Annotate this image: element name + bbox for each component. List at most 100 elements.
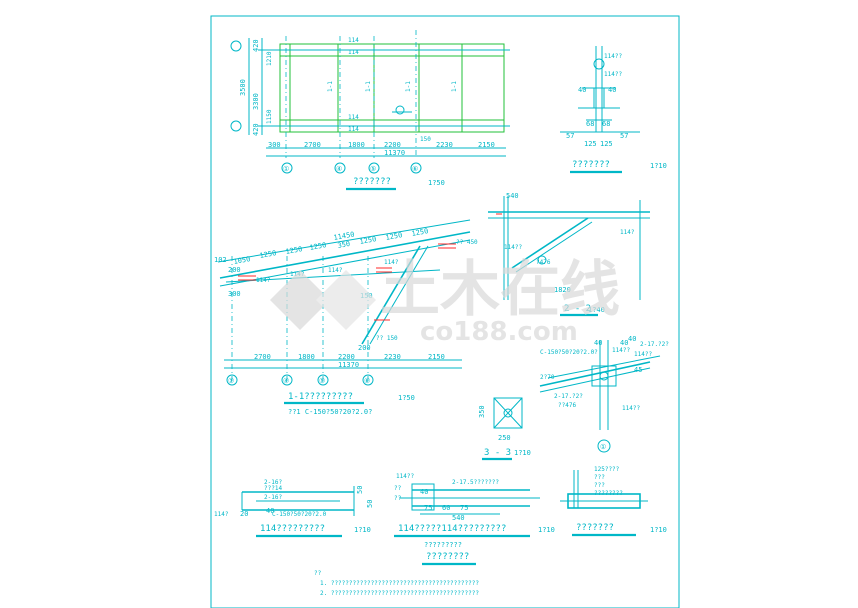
plan-tag-1: 1-1: [327, 81, 334, 92]
dn-label-7: ??476: [558, 402, 576, 409]
s11-label-1: 114?: [256, 277, 271, 284]
br-label-2: ???: [594, 474, 605, 481]
plan-grid-6: ⑥: [412, 165, 418, 173]
section-1-1: 1050 1250 1250 1250 1250 1250 1250 11450…: [214, 219, 478, 416]
plan-grid-1: ①: [283, 165, 289, 173]
bl-label-2: ???14: [264, 485, 282, 492]
plan-title: ???????: [353, 177, 391, 187]
s11-grid-4: ④: [283, 377, 289, 385]
s11-top2-2: 350: [337, 240, 351, 250]
bm-scale: 1?10: [538, 526, 555, 534]
plan-note-150: 150: [420, 136, 431, 143]
s11-bottom-1: 2700: [254, 353, 271, 361]
bl-dim-2: 40: [266, 507, 274, 515]
general-notes: ?? 1. ??????????????????????????????????…: [314, 570, 479, 597]
notes-header: ??: [314, 570, 322, 577]
dn-dim-1: 40: [594, 339, 602, 347]
s11-bottom-3: 2200: [338, 353, 355, 361]
bm-label-2: 2-17.5???????: [452, 479, 499, 486]
dn-dim-4: 45: [634, 366, 642, 374]
detail-top-scale: 1?10: [650, 162, 667, 170]
plan-dim-bottom-3: 1800: [348, 141, 365, 149]
sheet-border: [210, 15, 680, 608]
detail-node-1: C-150?50?20?2.0? 114?? 114?? 2-17.?2? 2?…: [539, 335, 669, 453]
plan-tag-4: 1-1: [451, 81, 458, 92]
bm-dim-4: 75: [460, 504, 468, 512]
detail-top-dim-4: 68: [602, 120, 610, 128]
bl-label-1: 2-16?: [264, 479, 282, 486]
s11-top-5: 1250: [359, 235, 377, 246]
detail-bottom-left: 2-16? ???14 2-16? C-150?50?20?2.0 114? 2…: [214, 479, 374, 538]
dn-label-6: 2-17.?2?: [554, 393, 583, 400]
detail-top-right: 114?? 114?? 40 40 68 68 57 57 125 125 ??…: [560, 46, 667, 174]
br-label-1: 125????: [594, 466, 620, 473]
plan-dim-left-4: 3300: [252, 93, 260, 110]
bl-dim-4: 50: [366, 500, 374, 508]
plan-dim-bottom-5: 2230: [436, 141, 453, 149]
detail-top-label-2: 114??: [604, 71, 622, 78]
plan-outline: [279, 43, 505, 133]
s22-label-3: ?476: [536, 259, 551, 266]
plan-top-label: 114: [348, 37, 359, 44]
s11-label-5: ?? 450: [456, 239, 478, 246]
detail-bottom-right: 125???? ??? ??? ???????? ??????? 1?10: [560, 466, 667, 537]
bm-label-4: ??: [394, 495, 402, 502]
plan-dim-bottom-6: 2150: [478, 141, 495, 149]
s11-label-4: 114?: [384, 259, 399, 266]
detail-top-label-1: 114??: [604, 53, 622, 60]
dn-dim-2: 40: [620, 339, 628, 347]
plan-dim-left-5: 1150: [266, 109, 273, 124]
notes-line-2: 2. ?????????????????????????????????????…: [320, 590, 479, 597]
br-title: ???????: [576, 523, 614, 533]
plan-grid-4: ④: [336, 165, 342, 173]
s22-scale: 1?40: [588, 306, 605, 314]
s11-title: 1-1?????????: [288, 392, 353, 402]
s22-dim-bot: 1820: [554, 286, 571, 294]
detail-top-dim-6: 57: [620, 132, 628, 140]
bl-dim-3: 50: [356, 486, 364, 494]
dn-label-4: 2-17.?2?: [640, 341, 669, 348]
s11-left-3: 300: [228, 290, 241, 298]
plan-total: 11370: [384, 149, 405, 157]
watermark-en: co188.com: [420, 317, 578, 347]
plan-mid-label-a: 114: [348, 49, 359, 56]
s11-top-7: 1250: [411, 227, 429, 238]
s33-plate: [493, 397, 523, 429]
s22-label-1: 114??: [504, 244, 522, 251]
section-3-3: 350 250 3 - 3 1?10: [478, 397, 531, 461]
bm-label-3: ??: [394, 485, 402, 492]
s11-dim-200: 200: [358, 344, 371, 352]
plan-dim-bottom-4: 2200: [384, 141, 401, 149]
bl-label-3: 2-16?: [264, 494, 282, 501]
plan-scale: 1?50: [428, 179, 445, 187]
bm-dim-3: 60: [442, 504, 450, 512]
s11-scale: 1?50: [398, 394, 415, 402]
s11-grid-1: ①: [228, 377, 234, 385]
section-2-2: 540 1820 114?? 114? ?476 2 - 2 1?40: [488, 192, 650, 317]
s22-title: 2 - 2: [564, 304, 591, 314]
br-scale: 1?10: [650, 526, 667, 534]
dn-title: ①: [600, 443, 606, 451]
s11-top-3: 1250: [285, 245, 303, 256]
dn-label-5: 2?70: [540, 374, 555, 381]
bl-label-4: C-150?50?20?2.0: [272, 511, 327, 518]
detail-top-dim-3: 68: [586, 120, 594, 128]
watermark: 土木在线 co188.com: [270, 255, 620, 347]
bm-dim-1: 40: [420, 488, 428, 496]
plan-dim-left-3: 3500: [239, 79, 247, 96]
bm-sub2: ????????: [426, 552, 469, 562]
s11-label-3: 114?: [328, 267, 343, 274]
s22-label-2: 114?: [620, 229, 635, 236]
plan-mid-label-b: 114: [348, 114, 359, 121]
br-label-4: ????????: [594, 490, 623, 497]
dn-dim-3: 40: [628, 335, 636, 343]
bl-label-5: 114?: [214, 511, 229, 518]
detail-top-dim-7: 125: [584, 140, 597, 148]
s11-top-4: 1250: [309, 241, 327, 252]
bl-title: 114?????????: [260, 524, 325, 534]
s11-left-1: 102: [214, 256, 227, 264]
s11-bottom-4: 2230: [384, 353, 401, 361]
notes-line-1: 1. ?????????????????????????????????????…: [320, 580, 479, 587]
s11-total: 11370: [338, 361, 359, 369]
detail-bottom-mid: 114?? 2-17.5??????? ?? ?? 40 75 60 75 54…: [394, 473, 555, 566]
